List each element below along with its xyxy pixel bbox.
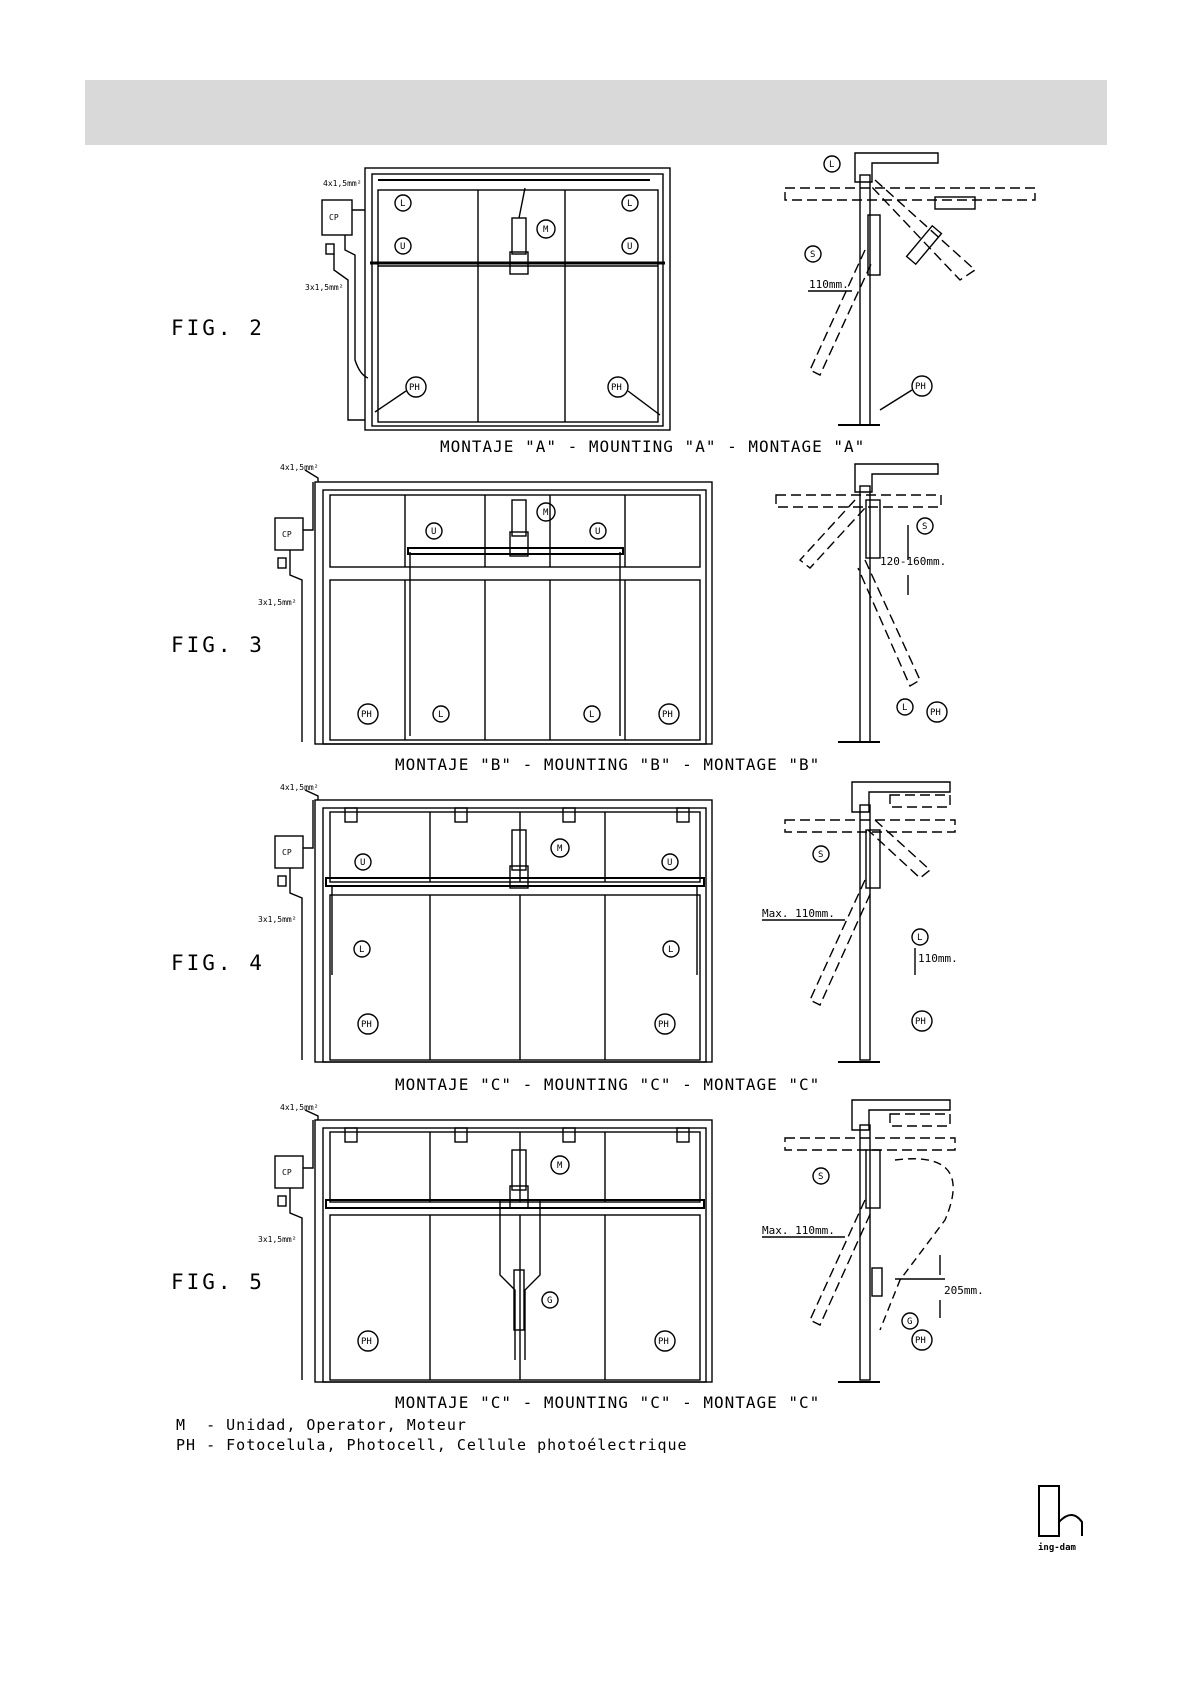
svg-text:U: U <box>400 242 405 252</box>
svg-text:PH: PH <box>915 1017 926 1027</box>
fig-2: FIG. 2 CP 4x1,5mm² 3x1,5mm² L L U U M PH… <box>171 152 1036 456</box>
svg-text:PH: PH <box>930 708 941 718</box>
svg-text:3x1,5mm²: 3x1,5mm² <box>305 283 344 292</box>
svg-text:3x1,5mm²: 3x1,5mm² <box>258 1235 297 1244</box>
svg-text:L: L <box>902 703 907 713</box>
svg-text:PH: PH <box>658 1337 669 1347</box>
fig-2-cp-label: CP <box>329 213 339 222</box>
fig-5-operator <box>511 1149 527 1191</box>
svg-text:PH: PH <box>662 710 673 720</box>
svg-text:S: S <box>818 850 823 860</box>
header-band <box>85 80 1107 145</box>
fig-4-label: FIG. 4 <box>171 951 265 975</box>
svg-text:M: M <box>557 844 563 854</box>
fig-5-caption: MONTAJE "C" - MOUNTING "C" - MONTAGE "C" <box>395 1393 820 1412</box>
svg-text:L: L <box>668 945 673 955</box>
svg-text:U: U <box>667 858 672 868</box>
svg-text:L: L <box>627 199 632 209</box>
svg-text:G: G <box>907 1317 912 1327</box>
svg-text:3x1,5mm²: 3x1,5mm² <box>258 598 297 607</box>
fig-4: FIG. 4 CP 4x1,5mm² 3x1,5mm² U U M L L PH… <box>171 781 958 1094</box>
svg-text:Max. 110mm.: Max. 110mm. <box>762 1224 835 1237</box>
svg-text:PH: PH <box>611 383 622 393</box>
fig-2-side-view: L S PH 110mm. <box>784 152 1036 426</box>
fig-5-label: FIG. 5 <box>171 1270 265 1294</box>
fig-2-door-frame <box>364 167 671 431</box>
fig-2-label: FIG. 2 <box>171 316 265 340</box>
svg-text:4x1,5mm²: 4x1,5mm² <box>280 463 319 472</box>
svg-text:CP: CP <box>282 848 292 857</box>
svg-text:U: U <box>595 527 600 537</box>
fig-5-side-view: S G PH Max. 110mm. 205mm. <box>762 1099 984 1383</box>
fig-2-control-panel <box>321 199 353 236</box>
svg-text:PH: PH <box>361 1020 372 1030</box>
svg-text:PH: PH <box>915 382 926 392</box>
svg-text:PH: PH <box>361 710 372 720</box>
svg-text:Max. 110mm.: Max. 110mm. <box>762 907 835 920</box>
svg-text:U: U <box>431 527 436 537</box>
svg-text:120-160mm.: 120-160mm. <box>880 555 946 568</box>
svg-text:U: U <box>360 858 365 868</box>
svg-text:205mm.: 205mm. <box>944 1284 984 1297</box>
svg-text:G: G <box>547 1296 552 1306</box>
svg-text:PH: PH <box>915 1336 926 1346</box>
svg-text:CP: CP <box>282 530 292 539</box>
fig-4-side-view: S L PH Max. 110mm. 110mm. <box>762 781 958 1063</box>
svg-text:U: U <box>627 242 632 252</box>
svg-text:110mm.: 110mm. <box>809 278 849 291</box>
fig-3-control-panel <box>274 517 304 551</box>
svg-text:PH: PH <box>409 383 420 393</box>
svg-text:M: M <box>543 508 549 518</box>
fig-3-caption: MONTAJE "B" - MOUNTING "B" - MONTAGE "B" <box>395 755 820 774</box>
fig-5: FIG. 5 CP 4x1,5mm² 3x1,5mm² M G PH PH MO… <box>171 1099 984 1412</box>
svg-text:3x1,5mm²: 3x1,5mm² <box>258 915 297 924</box>
fig-4-control-panel <box>274 835 304 869</box>
fig-3-label: FIG. 3 <box>171 633 265 657</box>
svg-text:L: L <box>917 933 922 943</box>
fig-3-operator <box>511 499 527 537</box>
fig-3-door-frame <box>314 481 713 745</box>
svg-text:110mm.: 110mm. <box>918 952 958 965</box>
svg-text:ing-dam: ing-dam <box>1038 1542 1077 1553</box>
svg-text:4x1,5mm²: 4x1,5mm² <box>280 783 319 792</box>
svg-text:4x1,5mm²: 4x1,5mm² <box>280 1103 319 1112</box>
svg-text:S: S <box>810 250 815 260</box>
svg-text:PH: PH <box>361 1337 372 1347</box>
svg-text:M: M <box>543 225 549 235</box>
fig-5-control-panel <box>274 1155 304 1189</box>
svg-text:PH: PH <box>658 1020 669 1030</box>
svg-text:S: S <box>922 522 927 532</box>
fig-2-operator <box>511 217 527 255</box>
fig-3: FIG. 3 CP 4x1,5mm² 3x1,5mm² U U M PH L L… <box>171 463 948 774</box>
svg-text:4x1,5mm²: 4x1,5mm² <box>323 179 362 188</box>
svg-text:L: L <box>438 710 443 720</box>
svg-text:CP: CP <box>282 1168 292 1177</box>
svg-text:L: L <box>400 199 405 209</box>
fig-2-caption: MONTAJE "A" - MOUNTING "A" - MONTAGE "A" <box>440 437 865 456</box>
svg-text:M: M <box>557 1161 563 1171</box>
fig-3-side-view: S L PH 120-160mm. <box>775 463 948 743</box>
svg-text:S: S <box>818 1172 823 1182</box>
svg-text:L: L <box>359 945 364 955</box>
ing-dam-logo: ing-dam <box>1038 1485 1083 1553</box>
svg-text:L: L <box>589 710 594 720</box>
legend-operator: M - Unidad, Operator, Moteur <box>176 1416 467 1434</box>
svg-text:L: L <box>829 160 834 170</box>
fig-4-door-frame <box>314 799 713 1063</box>
fig-4-caption: MONTAJE "C" - MOUNTING "C" - MONTAGE "C" <box>395 1075 820 1094</box>
fig-5-door-frame <box>314 1119 713 1383</box>
legend-photocell: PH - Fotocelula, Photocell, Cellule phot… <box>176 1436 688 1454</box>
fig-4-operator <box>511 829 527 871</box>
